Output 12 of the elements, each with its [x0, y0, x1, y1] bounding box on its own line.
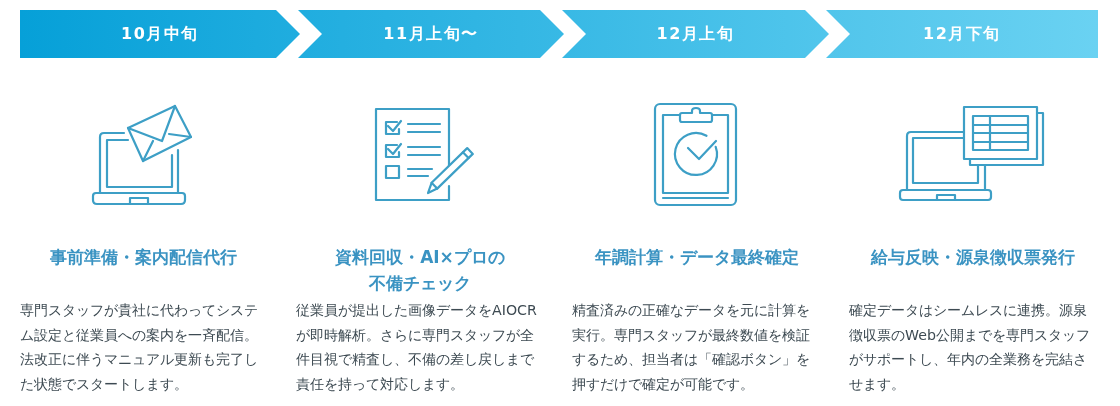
step-description: 精査済みの正確なデータを元に計算を実行。専門スタッフが最終数値を検証するため、担当者は「確認ボタン」を押すだけで確定が可能です。: [572, 301, 811, 394]
step-heading: 給与反映・源泉徴収票発行: [869, 246, 1076, 269]
step-description: 確定データはシームレスに連携。源泉徴収票のWeb公開までを専門スタッフがサポートし、年内の全業務を完結させます。: [849, 301, 1091, 394]
step-description: 従業員が提出した画像データをAIOCRが即時解析。さらに専門スタッフが全件目視で精査し、不備の差し戻しまで責任を持って対応します。: [296, 301, 538, 394]
step-heading: 事前準備・案内配信代行: [48, 246, 238, 269]
chevron-band: 10月中旬: [20, 10, 300, 58]
step-heading: 年調計算・データ最終確定: [594, 246, 800, 269]
step-heading: 資料回収・AI×プロの不備チェック: [334, 246, 506, 295]
step-description: 専門スタッフが貴社に代わってシステム設定と従業員への案内を一斉配信。法改正に伴うマニュアル更新も完了した状態でスタートします。: [20, 301, 259, 394]
chevron-band: 12月下旬: [826, 10, 1098, 58]
chevron-band: 12月上旬: [562, 10, 829, 58]
chevron-band: 11月上旬〜: [298, 10, 564, 58]
